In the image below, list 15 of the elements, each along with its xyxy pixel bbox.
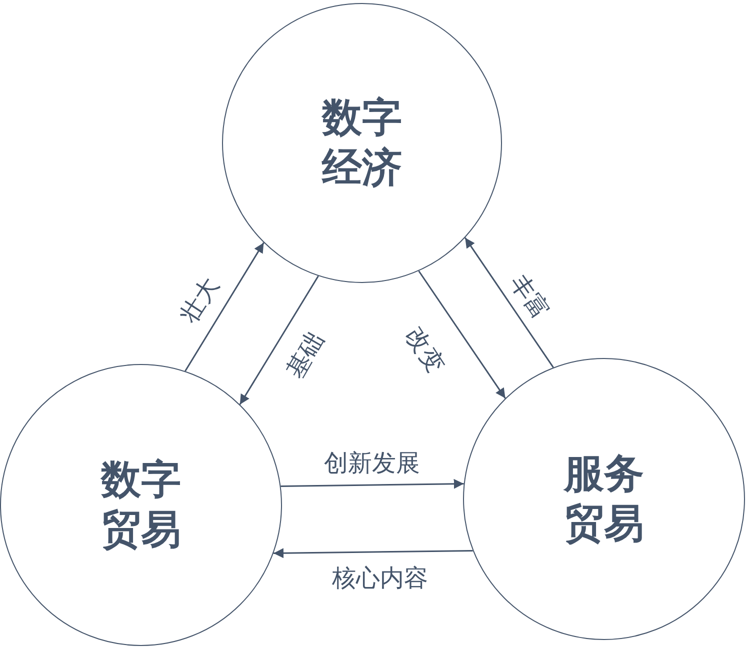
edge-label: 创新发展 [324,448,420,479]
arrow [274,548,473,558]
arrow [418,270,506,399]
edge-label: 核心内容 [332,563,428,594]
node-label: 服务贸易 [562,450,645,549]
node-label: 数字经济 [320,94,403,193]
arrow [280,478,464,489]
edge-label: 丰富 [504,268,556,326]
arrow [464,237,554,368]
arrow [184,242,264,372]
edge-label: 基础 [280,326,330,384]
arrow [239,276,319,405]
edge-label: 改变 [399,321,451,379]
node-label: 数字贸易 [100,456,182,555]
edge-label: 壮大 [174,271,226,329]
